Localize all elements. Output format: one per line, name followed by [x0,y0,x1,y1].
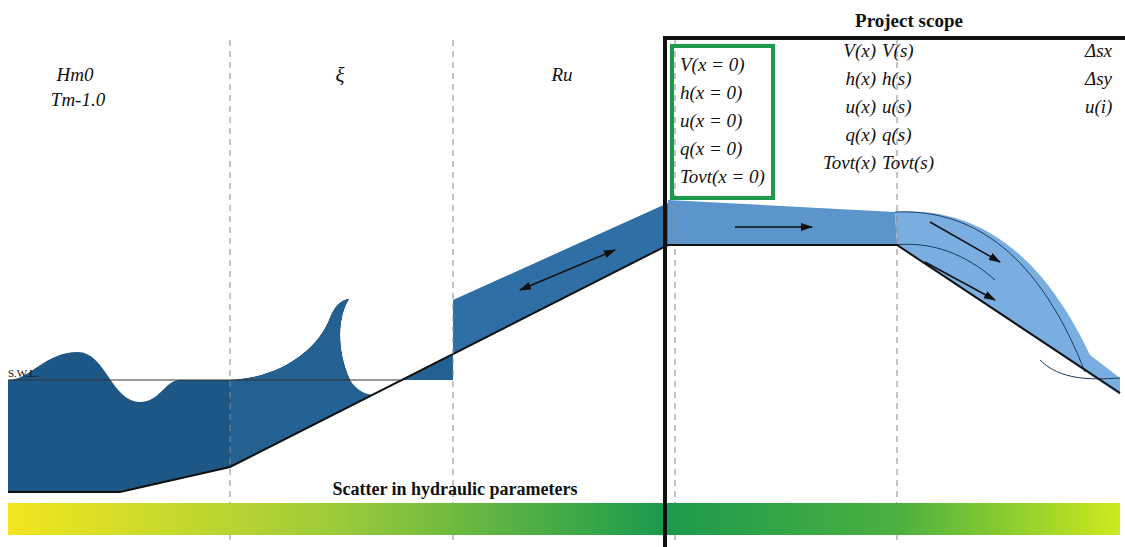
boundary-variable: u(x = 0) [680,107,765,135]
scatter-label: Scatter in hydraulic parameters [332,479,577,500]
landward-variable: Δsy [1085,68,1112,90]
crest-variable: Tovt(x) [823,152,876,174]
crest-variable: h(x) [845,68,876,90]
crest-variable: q(x) [845,124,876,146]
wave-period: Tm-1.0 [51,89,105,111]
boundary-box: V(x = 0)h(x = 0)u(x = 0)q(x = 0)Tovt(x =… [670,44,775,200]
slope-variable: h(s) [882,68,912,90]
boundary-variable: V(x = 0) [680,51,765,79]
swl-label: S.W.L. [8,367,38,379]
slope-variable: u(s) [882,96,912,118]
boundary-variable: Tovt(x = 0) [680,163,765,191]
crest-variable: u(x) [845,96,876,118]
boundary-variable: h(x = 0) [680,79,765,107]
landward-variable: u(i) [1085,96,1112,118]
slope-variable: q(s) [882,124,912,146]
slope-variable: Tovt(s) [882,152,934,174]
landward-variable: Δsx [1085,40,1112,62]
wave-height: Hm0 [57,64,94,86]
scope-title: Project scope [855,10,963,32]
boundary-variable: q(x = 0) [680,135,765,163]
crest-variable: V(x) [843,40,876,62]
slope-variable: V(s) [882,40,914,62]
run-up: Ru [551,64,572,86]
breaker-parameter: ξ [336,63,345,88]
